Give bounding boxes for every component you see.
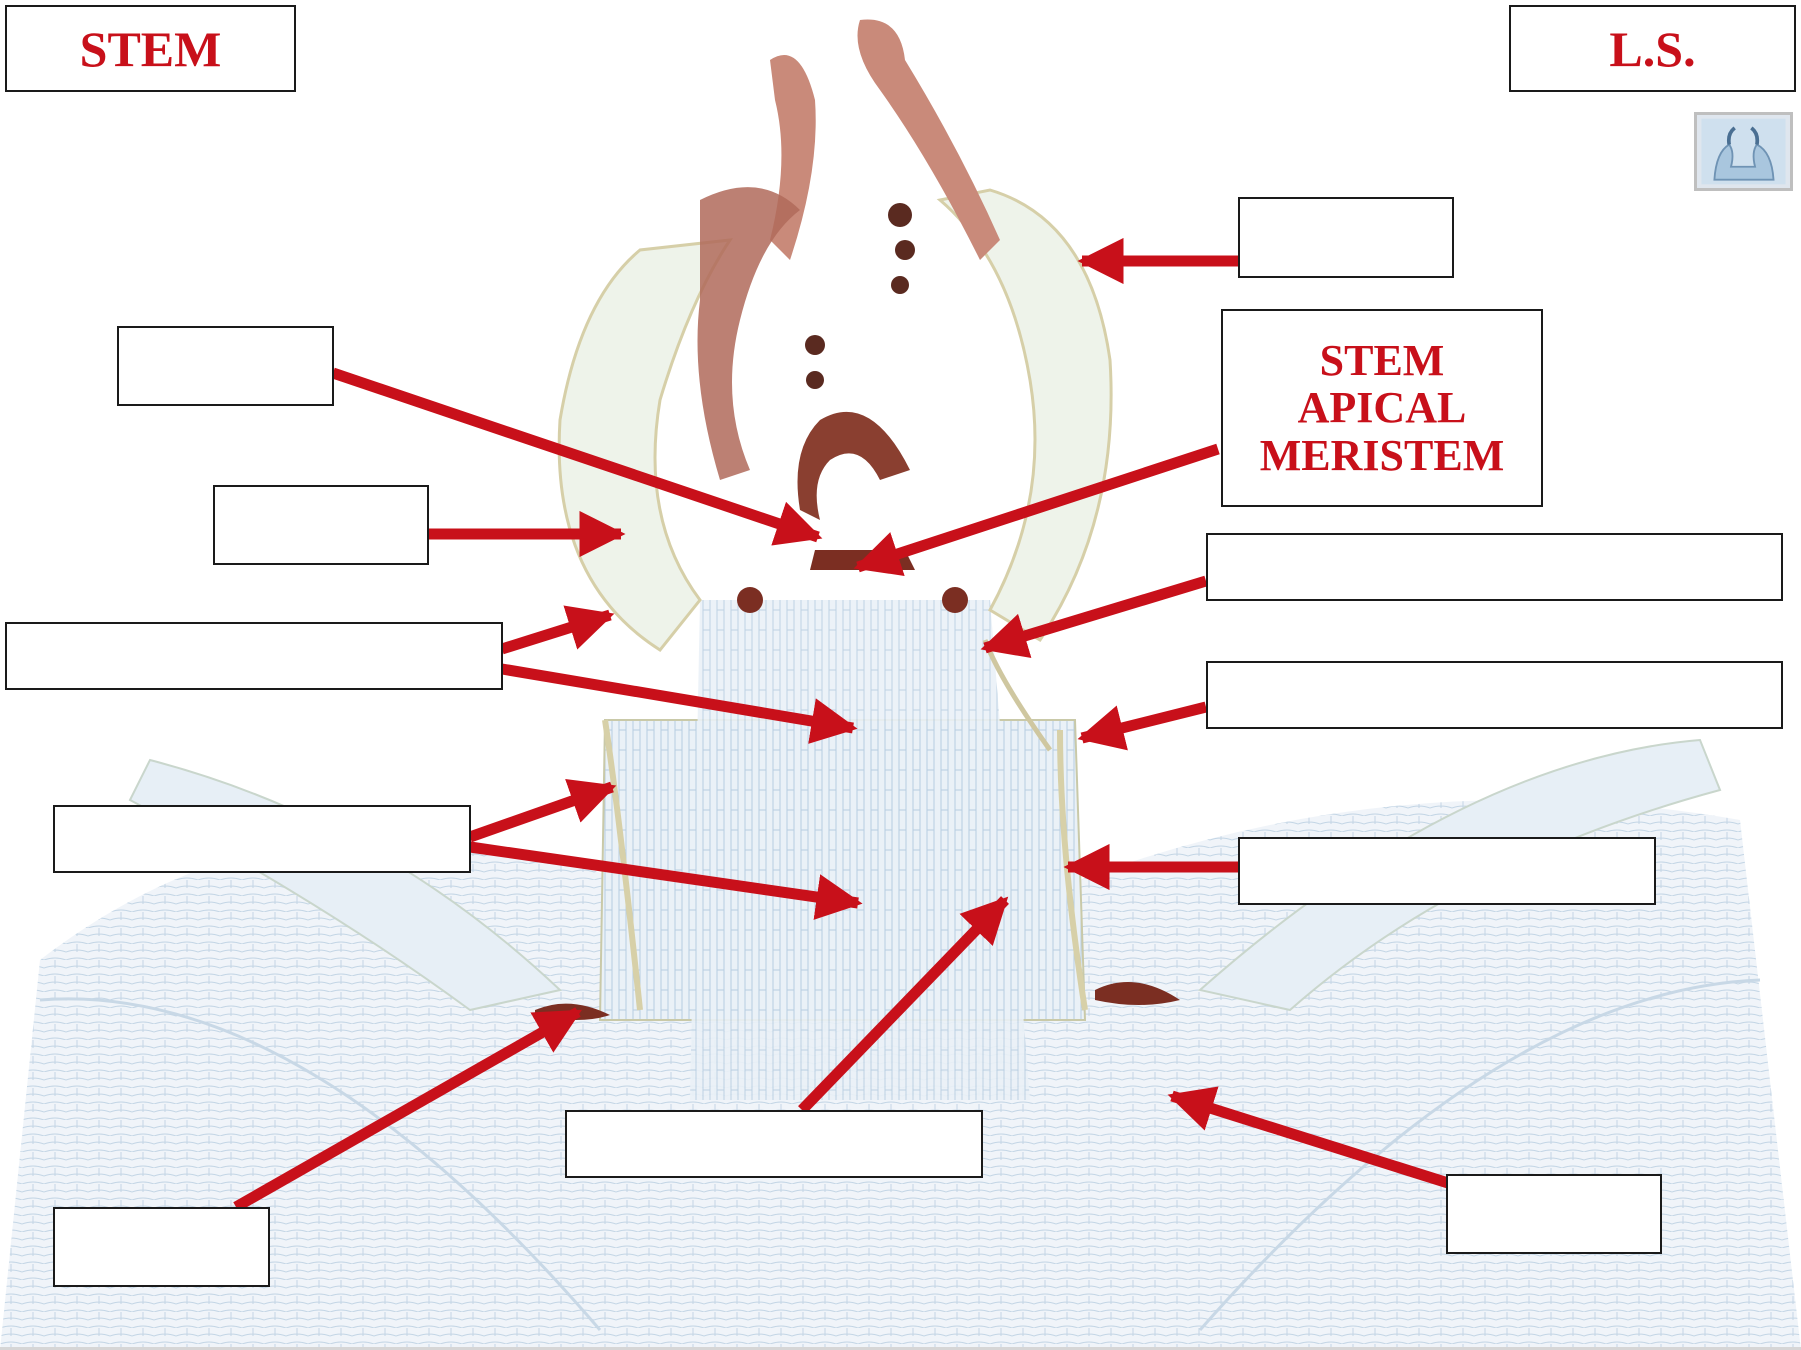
blank-label-bottom-right[interactable]	[1446, 1174, 1662, 1254]
title-ls: L.S.	[1509, 5, 1796, 92]
blank-label-right-wide-1[interactable]	[1206, 533, 1783, 601]
sam-label-line-1: STEM	[1320, 337, 1445, 385]
stem-ls-thumbnail-icon[interactable]	[1694, 112, 1793, 191]
blank-label-upper-left[interactable]	[117, 326, 334, 406]
blank-label-top-right[interactable]	[1238, 197, 1454, 278]
arrow-left-wide-box-a	[502, 615, 610, 649]
arrow-left-mid-box-a	[470, 787, 612, 837]
arrow-right-wide-box-2	[1082, 707, 1206, 738]
blank-label-right-wide-2[interactable]	[1206, 661, 1783, 729]
blank-label-left-mid[interactable]	[53, 805, 471, 873]
label-stem-apical-meristem: STEM APICAL MERISTEM	[1221, 309, 1543, 507]
blank-label-left-2[interactable]	[213, 485, 429, 565]
blank-label-right-mid[interactable]	[1238, 837, 1656, 905]
sam-label-line-2: APICAL	[1298, 384, 1467, 432]
blank-label-left-wide[interactable]	[5, 622, 503, 690]
blank-label-bottom-left[interactable]	[53, 1207, 270, 1287]
sam-label-line-3: MERISTEM	[1260, 432, 1504, 480]
blank-label-bottom-center[interactable]	[565, 1110, 983, 1178]
title-stem: STEM	[5, 5, 296, 92]
